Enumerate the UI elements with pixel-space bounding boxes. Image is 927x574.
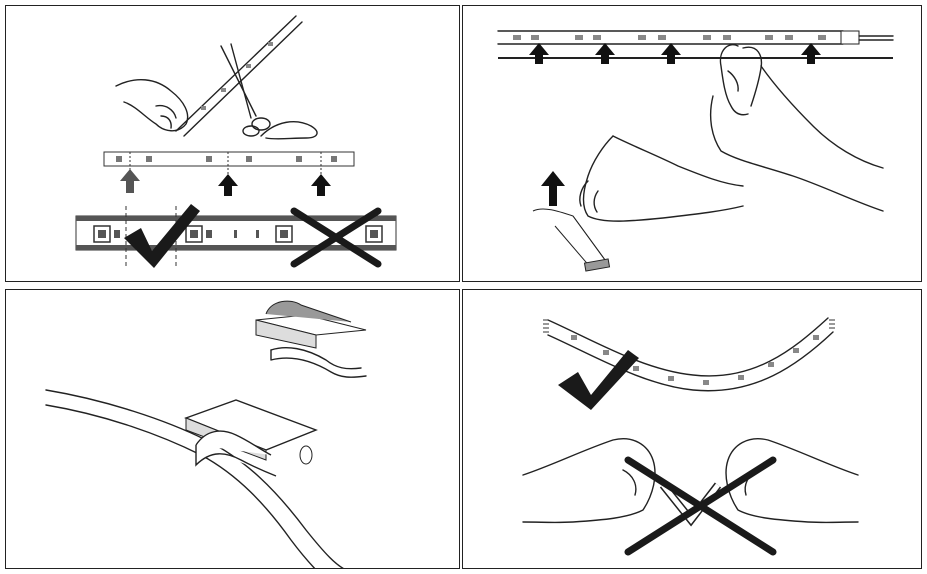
panel-cut-strip	[5, 5, 460, 282]
cross-icon	[624, 456, 777, 556]
arrow-up-icon	[595, 43, 615, 64]
cross-icon	[290, 207, 382, 268]
bending-illustration	[522, 317, 859, 556]
arrow-up-icon	[541, 171, 565, 206]
mounting-clip-illustration	[45, 300, 367, 568]
scissors-icon	[220, 43, 271, 137]
panel-bending	[462, 289, 922, 569]
adhesive-clip-small	[255, 300, 367, 378]
arrow-up-icon	[661, 43, 681, 64]
left-hand-holding-strip	[115, 79, 189, 132]
adhesive-backing-illustration	[497, 30, 894, 272]
curved-led-strip	[543, 317, 835, 392]
diagonal-led-strip	[175, 15, 303, 137]
arrow-up-icon	[529, 43, 549, 64]
arrow-up-icon	[801, 43, 821, 64]
arrow-up-icon	[218, 174, 238, 196]
panel-adhesive-backing	[462, 5, 922, 282]
panel-mounting-clip	[5, 289, 460, 569]
cut-strip-illustration	[75, 15, 397, 268]
arrow-up-icon	[120, 169, 140, 193]
peeling-hand	[579, 135, 744, 222]
zoomed-led-strip	[75, 206, 397, 268]
pressing-hand	[709, 44, 884, 212]
check-icon	[124, 204, 200, 268]
adhesive-clip-large	[184, 399, 318, 477]
mounted-strip	[497, 30, 894, 59]
left-hand-folding	[522, 438, 656, 524]
arrow-up-icon	[311, 174, 331, 196]
backing-tape	[532, 208, 611, 272]
right-hand-scissors	[260, 120, 318, 140]
check-icon	[558, 350, 639, 410]
